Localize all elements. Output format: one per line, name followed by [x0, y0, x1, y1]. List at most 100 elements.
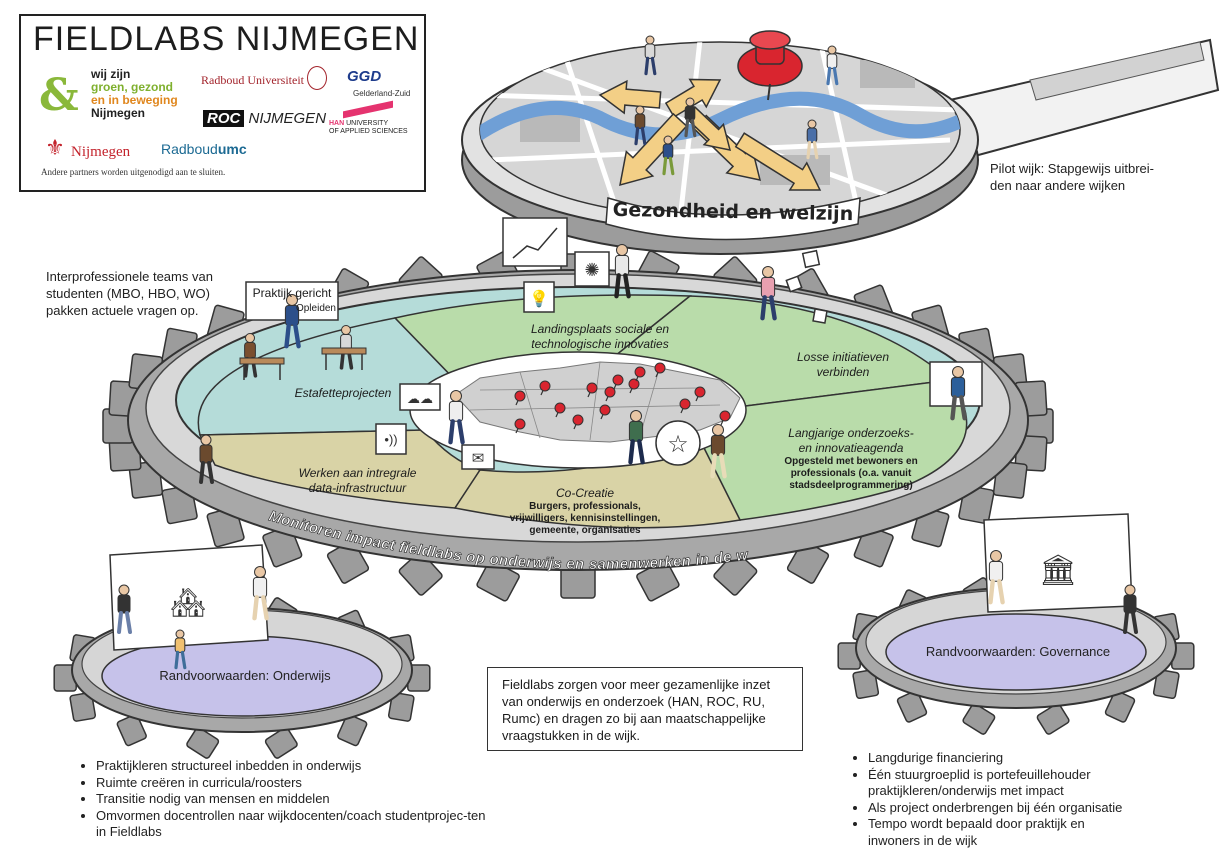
arrow-icon — [619, 112, 688, 187]
gear-tooth — [116, 713, 147, 747]
pilot-note-line-2: den naar andere wijken — [990, 178, 1126, 193]
nijmegen-lion-icon: ⚜ — [45, 135, 65, 160]
magnifier — [461, 30, 1220, 255]
person-figure — [684, 97, 697, 138]
house-icon: 🏘 — [170, 587, 206, 618]
right-bullet: Één stuurgroeplid is portefeuillehouder … — [868, 767, 1132, 800]
gear-left-label: Randvoorwaarden: Onderwijs — [159, 668, 331, 683]
townhall-icon: 🏛 — [1039, 554, 1077, 587]
gear-tooth — [398, 551, 443, 596]
rumc-b: umc — [217, 141, 247, 157]
cloud-icon: ☁☁ — [407, 391, 433, 406]
right-bullet: Langdurige financiering — [868, 750, 1132, 767]
sensor-icon: •)) — [384, 432, 397, 447]
arrow-icon — [598, 79, 662, 115]
map-pin-icon — [719, 410, 731, 426]
right-bullet: Als project onderbrengen bij één organis… — [868, 800, 1132, 817]
arrow-icon — [664, 78, 722, 118]
gear-tooth — [387, 691, 415, 722]
person-figure — [950, 366, 967, 421]
person-figure — [284, 294, 301, 349]
center-box-line-2: van onderwijs en onderzoek (HAN, ROC, RU… — [502, 694, 765, 709]
center-box-line-1: Fieldlabs zorgen voor meer gezamenlijke … — [502, 677, 771, 692]
roc-b: NIJMEGEN — [248, 110, 327, 127]
arrow-icon — [684, 105, 732, 151]
person-figure — [760, 266, 777, 321]
person-figure — [614, 244, 631, 299]
gear-tooth — [852, 669, 880, 700]
radboud-logo: Radboud Universiteit — [201, 73, 304, 87]
partners-note: Andere partners worden uitgenodigd aan t… — [41, 167, 226, 177]
paper-3 — [785, 275, 803, 293]
gear-tooth — [962, 703, 996, 735]
magnifier-label: Gezondheid en welzijn — [612, 198, 854, 226]
han-bar-icon — [343, 100, 393, 119]
person-figure — [662, 135, 675, 176]
person-figure — [634, 105, 647, 146]
gear-tooth — [264, 727, 298, 759]
person-figure — [988, 550, 1005, 605]
wz-line-4: Nijmegen — [91, 106, 146, 120]
ampersand-logo-icon: & — [39, 70, 79, 121]
segment-data — [198, 429, 482, 509]
person-figure — [628, 410, 645, 465]
wij-zijn-logo: wij zijn groen, gezond en in beweging Ni… — [91, 68, 178, 120]
lens-arrows — [598, 78, 822, 191]
agenda-sub-2: professionals (o.a. vanuit — [790, 468, 912, 479]
ggd-sub: Gelderland-Zuid — [353, 89, 411, 98]
magnifier-banner — [605, 197, 861, 241]
center-info-box: Fieldlabs zorgen voor meer gezamenlijke … — [487, 667, 803, 751]
clouds-board — [399, 383, 441, 411]
pilot-note-line-1: Pilot wijk: Stapgewijs uitbrei- — [990, 161, 1155, 176]
map-pins — [514, 362, 731, 434]
segment-losse-label: Losse initiatieven verbinden — [778, 350, 908, 380]
teams-note: Interprofessionele teams van studenten (… — [46, 268, 213, 319]
roc-a: ROC — [203, 110, 245, 127]
gear-tooth — [1152, 669, 1180, 700]
wz-line-2: groen, gezond — [91, 80, 173, 94]
person-figure — [710, 424, 727, 479]
star-icon: ☆ — [667, 431, 689, 458]
rumc-a: Radboud — [161, 141, 218, 157]
map-district-shape — [454, 361, 741, 443]
segment-data-label: Werken aan intregrale data-infrastructuu… — [285, 466, 430, 496]
people — [117, 35, 1138, 670]
praktijk-label: Praktijk gericht Opleiden — [248, 286, 336, 316]
ggd-logo: GGD — [347, 68, 382, 85]
agenda-sub-3: stadsdeelprogrammering) — [789, 480, 913, 491]
gear-tooth — [1104, 690, 1136, 723]
teams-note-line-2: studenten (MBO, HBO, WO) — [46, 286, 210, 301]
left-bullet: Ruimte creëren in curricula/roosters — [96, 775, 510, 792]
gear-tooth — [1036, 703, 1070, 735]
mail-icon: ✉ — [472, 450, 485, 467]
person-figure — [243, 333, 258, 378]
nijmegen-logo: Nijmegen — [71, 144, 131, 160]
person-figure — [252, 566, 269, 621]
wz-line-3: en in beweging — [91, 93, 178, 107]
map-pin-icon — [654, 362, 666, 378]
gear-tooth — [337, 713, 368, 747]
pilot-note: Pilot wijk: Stapgewijs uitbrei- den naar… — [990, 160, 1154, 194]
han-a: HAN — [329, 120, 345, 127]
cocreatie-sub-2: vrijwilligers, kennisinstellingen, — [509, 513, 661, 524]
agenda-line-1: Langjarige onderzoeks- — [788, 426, 914, 440]
desk — [321, 347, 367, 355]
cocreatie-sub-1: Burgers, professionals, — [529, 501, 641, 512]
left-bullet-list: Praktijkleren structureel inbedden in on… — [70, 758, 510, 841]
person-figure — [806, 119, 819, 160]
left-bullet: Omvormen docentrollen naar wijkdocenten/… — [96, 808, 496, 841]
wz-line-1: wij zijn — [91, 67, 131, 81]
logo-title: FIELDLABS NIJMEGEN — [33, 20, 420, 58]
person-figure — [199, 434, 214, 484]
logo-box: FIELDLABS NIJMEGEN & wij zijn groen, gez… — [19, 14, 426, 192]
left-bullet: Praktijkleren structureel inbedden in on… — [96, 758, 510, 775]
sensor-board — [375, 423, 407, 455]
gear-tooth — [713, 551, 758, 596]
segment-cocreatie-label: Co-Creatie Burgers, professionals, vrijw… — [505, 486, 665, 537]
desk — [239, 357, 285, 365]
map-pin-icon — [514, 418, 526, 434]
teams-note-line-3: pakken actuele vragen op. — [46, 303, 199, 318]
map-pin-icon — [599, 404, 611, 420]
